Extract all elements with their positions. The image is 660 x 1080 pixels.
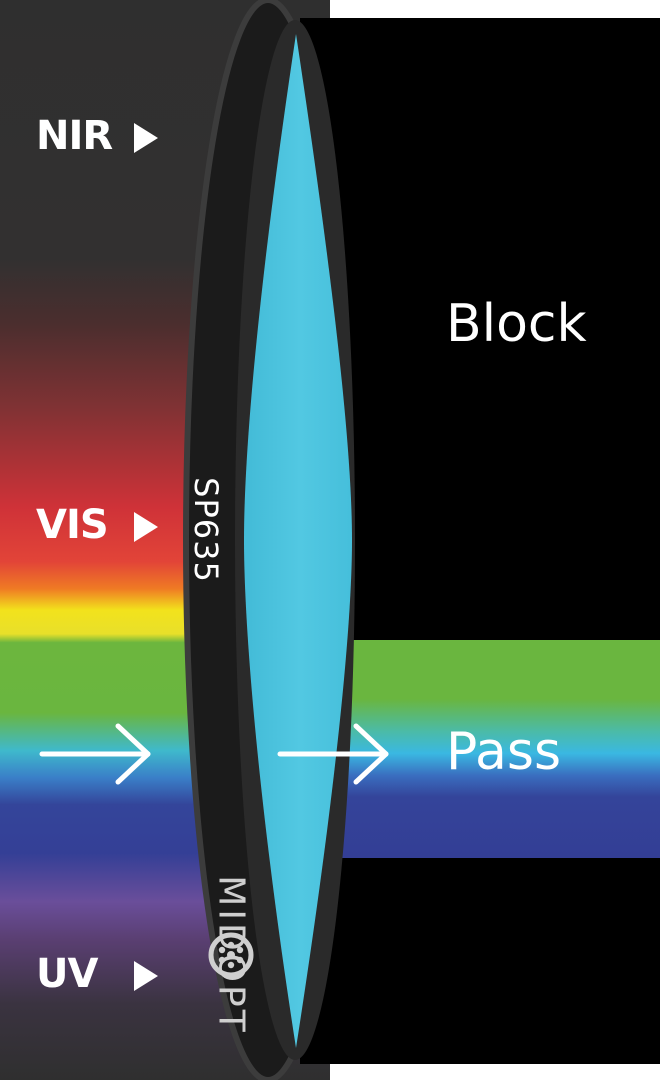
filter-code-label: SP635 <box>187 477 225 583</box>
block-label: Block <box>446 294 587 354</box>
arrow-right-icon <box>277 723 389 785</box>
triangle-right-icon <box>134 512 158 542</box>
brand-logo-text: MIDOPT <box>210 875 252 1035</box>
nir-label: NIR <box>36 113 113 159</box>
arrow-right-icon <box>39 723 151 785</box>
lens-glass <box>244 34 352 1048</box>
block-region <box>300 18 660 1064</box>
brand-roundel <box>208 932 254 978</box>
uv-label: UV <box>36 951 98 997</box>
vis-label: VIS <box>36 502 109 548</box>
triangle-right-icon <box>134 123 158 153</box>
pass-label: Pass <box>446 722 562 782</box>
triangle-right-icon <box>134 961 158 991</box>
